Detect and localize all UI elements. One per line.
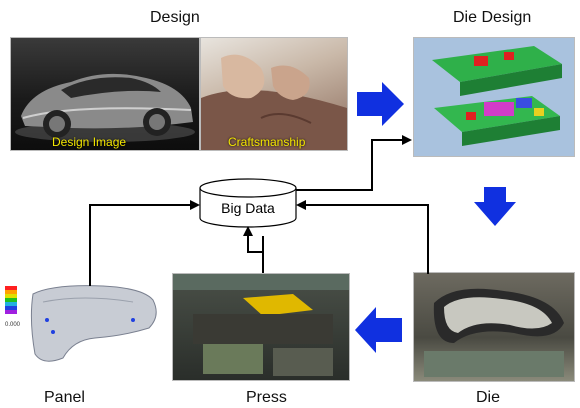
- car-illustration: [15, 73, 195, 142]
- arrow-down-icon: [474, 187, 516, 226]
- arrowhead-press: [243, 226, 253, 236]
- arrowhead-die: [296, 200, 306, 210]
- label-press: Press: [246, 389, 287, 406]
- arrowhead-panel: [190, 200, 200, 210]
- big-data-label: Big Data: [221, 200, 275, 216]
- panel-simulation-image: 0.000: [3, 280, 165, 372]
- label-panel: Panel: [44, 389, 85, 406]
- caption-craftsmanship: Craftsmanship: [228, 135, 306, 149]
- die-design-cad-image: [413, 37, 575, 157]
- connector-die-to-bigdata: [305, 204, 429, 274]
- connector-press-elbow: [247, 234, 263, 253]
- connector-panel-to-bigdata: [89, 204, 192, 286]
- clay-sculpting-image: [200, 37, 348, 151]
- panel-simulation-illustration: [5, 285, 157, 362]
- die-photo-image: [413, 272, 575, 382]
- panel-legend-min: 0.000: [5, 322, 21, 328]
- car-render-image: [10, 37, 200, 151]
- caption-design-image: Design Image: [52, 135, 127, 149]
- database-cylinder-icon: [199, 178, 297, 228]
- press-machine-image: [172, 273, 350, 381]
- label-die-design: Die Design: [453, 9, 532, 26]
- press-illustration: [173, 274, 349, 376]
- die-illustration: [424, 288, 564, 377]
- arrow-right-icon: [357, 82, 404, 126]
- hands-on-clay-illustration: [201, 54, 347, 150]
- label-die: Die: [476, 389, 501, 406]
- cad-assembly-illustration: [432, 46, 562, 146]
- arrowhead-diedesign: [402, 135, 412, 145]
- arrow-left-icon: [355, 307, 402, 353]
- connector-bigdata-to-diedesign: [296, 139, 402, 191]
- label-design: Design: [150, 9, 200, 26]
